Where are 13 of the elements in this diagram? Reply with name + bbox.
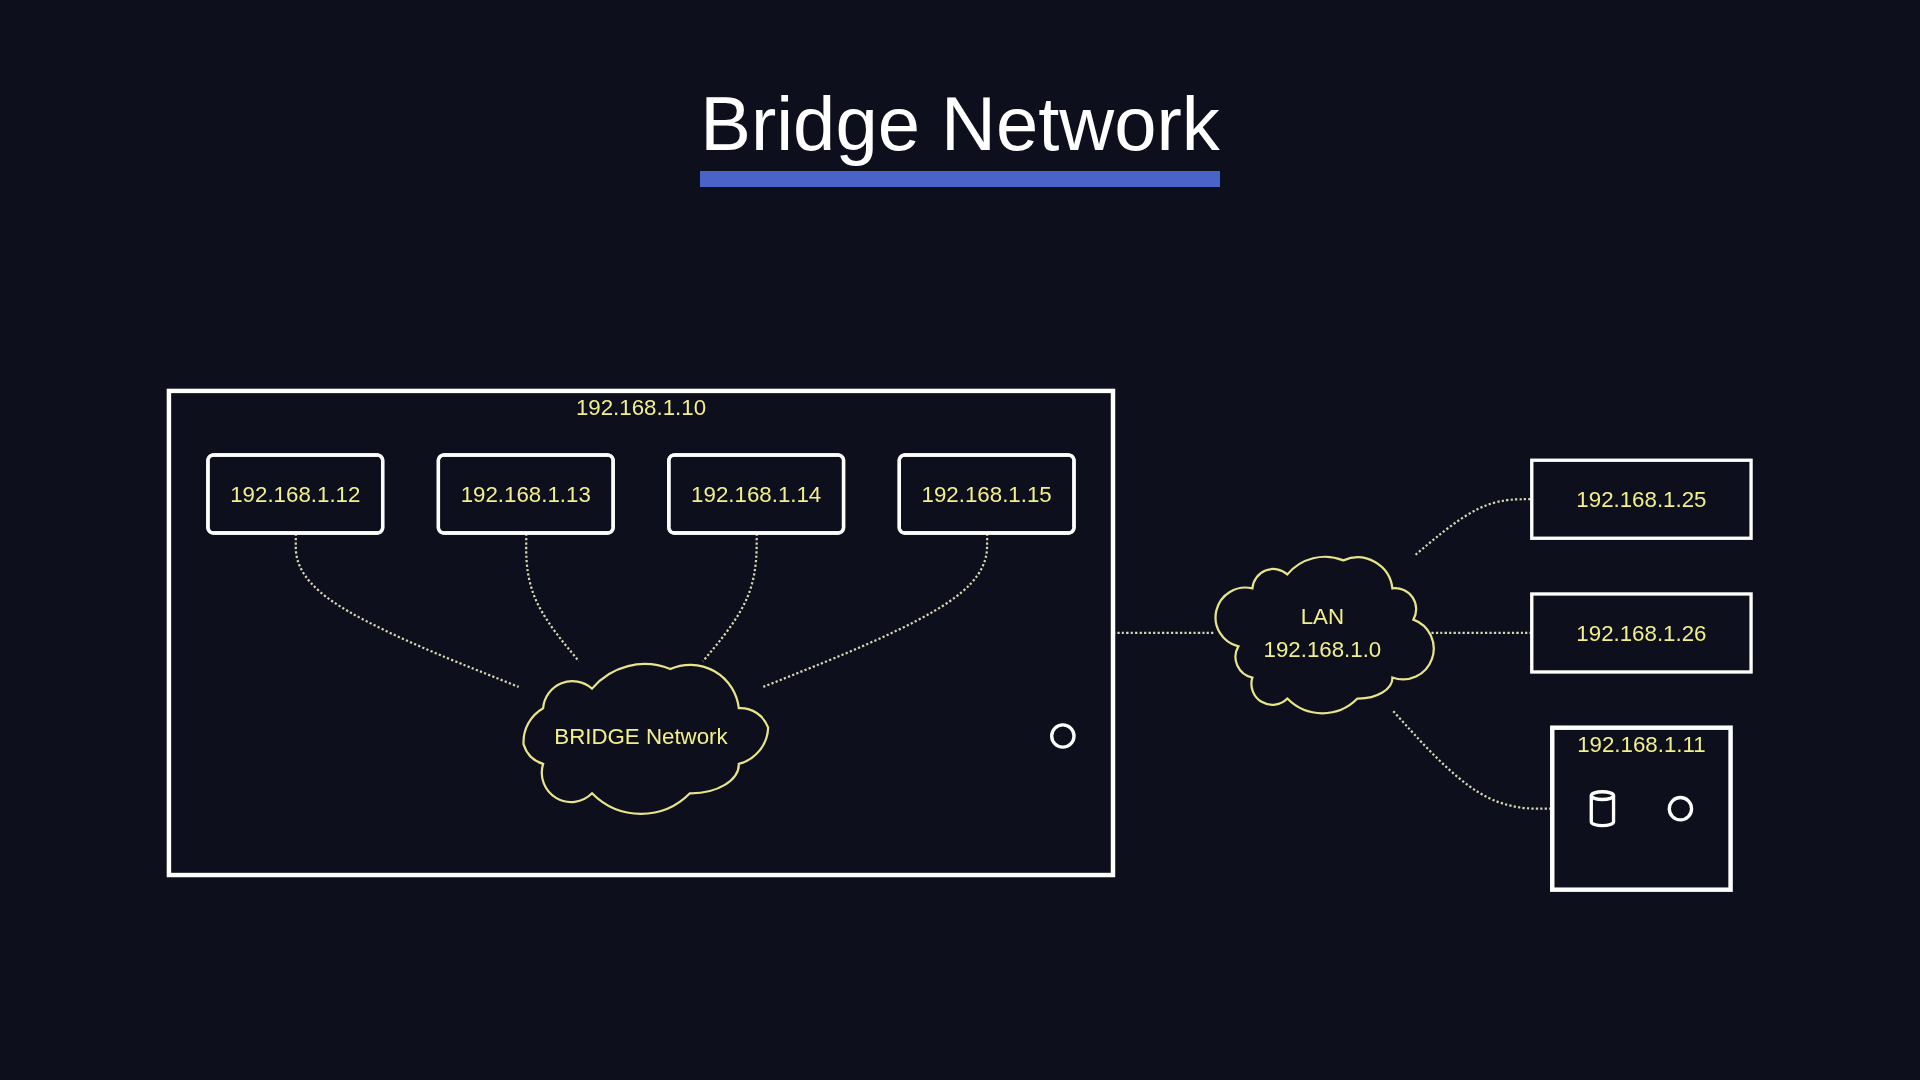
node-box: 192.168.1.26: [1530, 592, 1753, 674]
node-cylinder: [1589, 789, 1616, 827]
node-circle: [1050, 722, 1076, 749]
connector: [294, 533, 520, 688]
title: Bridge Network: [700, 80, 1220, 187]
connector: [1392, 710, 1553, 810]
node-circle: [1667, 795, 1694, 822]
node-box: 192.168.1.25: [1530, 458, 1753, 540]
connector: [525, 533, 580, 662]
connector: [1414, 497, 1532, 556]
connector: [762, 533, 989, 688]
cluster: 192.168.1.11: [1550, 725, 1733, 892]
connector: [702, 533, 758, 662]
